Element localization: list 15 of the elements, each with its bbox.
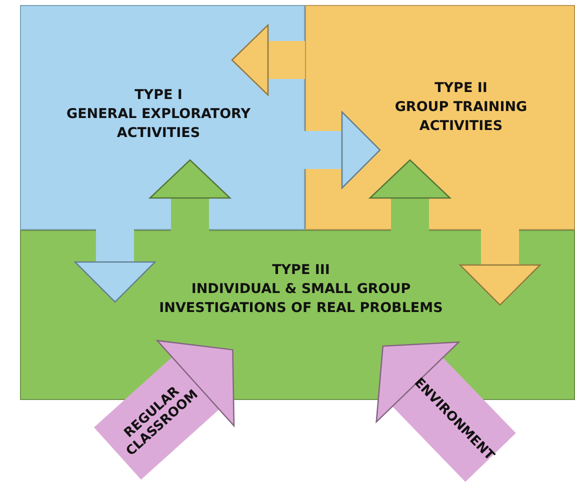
section-description: INDIVIDUAL & SMALL GROUP INVESTIGATIONS OF REAL PROBLEMS [158,280,444,318]
section-heading: TYPE III [271,261,331,280]
block-arrow [94,340,235,480]
block-arrow [74,228,156,303]
block-arrow [369,159,451,232]
section-panel [20,5,305,230]
section-heading: TYPE I [134,86,184,105]
block-arrow [231,24,305,96]
block-arrow [459,228,541,306]
block-arrow [376,341,516,482]
section-heading: TYPE II [434,79,488,98]
section-description: GROUP TRAINING ACTIVITIES [394,98,528,136]
section-description: GENERAL EXPLORATORY ACTIVITIES [65,105,252,143]
block-arrow [149,159,231,232]
section-panel [305,5,575,230]
